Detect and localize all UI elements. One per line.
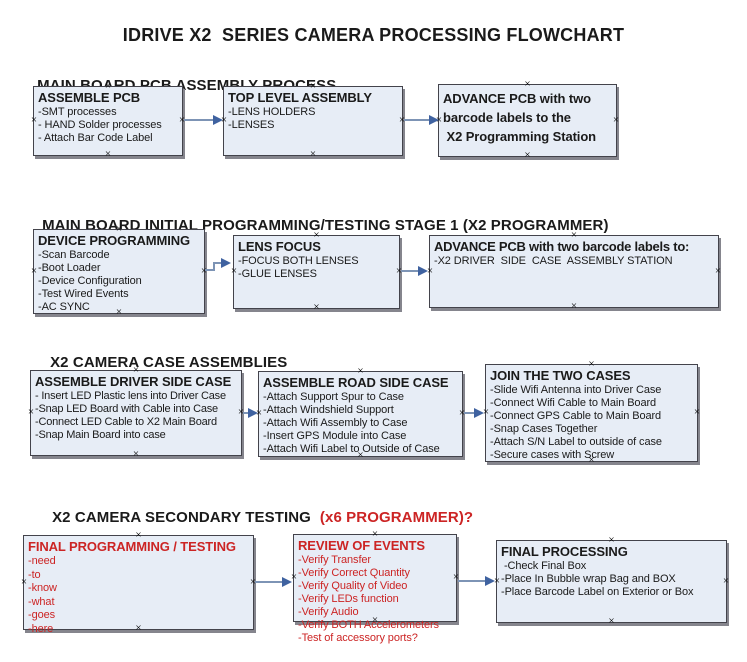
flow-box-assemble-pcb: ASSEMBLE PCB -SMT processes - HAND Solde… [31, 80, 185, 159]
flow-box-final-programming-testing: FINAL PROGRAMMING / TESTING -need -to -k… [21, 529, 256, 634]
flow-box-assemble-road-side-case: ASSEMBLE ROAD SIDE CASE -Attach Support … [256, 365, 465, 460]
box-items: -FOCUS BOTH LENSES -GLUE LENSES [238, 255, 359, 280]
section-heading-text: X2 CAMERA SECONDARY TESTING [52, 509, 311, 526]
connection-point-icon: × [309, 147, 317, 160]
box-title: TOP LEVEL ASSEMBLY [228, 90, 372, 105]
section-heading-secondary-testing: X2 CAMERA SECONDARY TESTING (x6 PROGRAMME… [35, 492, 473, 543]
box-title: JOIN THE TWO CASES [490, 368, 631, 383]
box-title: LENS FOCUS [238, 239, 321, 254]
section-heading-case-assemblies: X2 CAMERA CASE ASSEMBLIES [33, 337, 287, 388]
section-heading-text: X2 CAMERA CASE ASSEMBLIES [50, 354, 288, 371]
connection-point-icon: × [104, 147, 112, 160]
connection-point-icon: × [608, 614, 615, 627]
section-heading-red-text: (x6 PROGRAMMER)? [319, 509, 474, 526]
box-items: -LENS HOLDERS -LENSES [228, 106, 316, 131]
box-items: -Scan Barcode -Boot Loader -Device Confi… [38, 249, 142, 313]
box-title: ADVANCE PCB with two barcode labels to: [434, 239, 690, 254]
flow-box-final-processing: FINAL PROCESSING -Check Final Box -Place… [494, 534, 729, 626]
box-title: ASSEMBLE ROAD SIDE CASE [263, 375, 449, 390]
arrow-head-icon [221, 258, 231, 268]
arrow-head-icon [282, 577, 292, 587]
flow-box-join-the-two-cases: JOIN THE TWO CASES -Slide Wifi Antenna i… [483, 358, 700, 465]
flow-box-advance-to-case-assembly: ADVANCE PCB with two barcode labels to: … [427, 229, 721, 311]
box-title: ADVANCE PCB with two barcode labels to t… [443, 91, 597, 144]
box-title: ASSEMBLE DRIVER SIDE CASE [35, 374, 232, 389]
box-items: -Attach Support Spur to Case -Attach Win… [263, 391, 440, 455]
arrow-head-icon [474, 408, 484, 418]
connection-point-icon: × [132, 447, 140, 460]
arrow-head-icon [485, 576, 495, 586]
box-title: ASSEMBLE PCB [38, 90, 141, 105]
arrow-head-icon [213, 115, 223, 125]
flow-box-top-level-assembly: TOP LEVEL ASSEMBLY -LENS HOLDERS -LENSES… [221, 80, 405, 159]
flow-box-review-of-events: REVIEW OF EVENTS -Verify Transfer -Verif… [291, 528, 459, 644]
arrow-head-icon [418, 266, 428, 276]
arrow-head-icon [248, 408, 258, 418]
page-title: IDRIVE X2 SERIES CAMERA PROCESSING FLOWC… [122, 25, 625, 45]
connection-point-icon: × [524, 148, 531, 161]
box-title: FINAL PROCESSING [501, 544, 628, 559]
flow-box-lens-focus: LENS FOCUS -FOCUS BOTH LENSES -GLUE LENS… [231, 229, 402, 312]
flow-box-assemble-driver-side-case: ASSEMBLE DRIVER SIDE CASE - Insert LED P… [28, 364, 244, 459]
box-title: REVIEW OF EVENTS [298, 538, 425, 553]
flow-box-device-programming: DEVICE PROGRAMMING -Scan Barcode -Boot L… [31, 223, 207, 317]
box-items: - Insert LED Plastic lens into Driver Ca… [35, 390, 226, 441]
box-items: -Slide Wifi Antenna into Driver Case -Co… [490, 384, 662, 461]
connection-point-icon: × [313, 300, 320, 313]
arrow-head-icon [429, 115, 439, 125]
box-items: -SMT processes - HAND Solder processes -… [38, 106, 162, 144]
box-items: -X2 DRIVER SIDE CASE ASSEMBLY STATION [434, 255, 673, 267]
box-title: DEVICE PROGRAMMING [38, 233, 191, 248]
box-items: -Verify Transfer -Verify Correct Quantit… [298, 554, 439, 644]
box-items: -Check Final Box -Place In Bubble wrap B… [501, 560, 694, 598]
box-items: -need -to -know -what -goes -here [28, 555, 57, 635]
connection-point-icon: × [570, 299, 578, 312]
box-title: FINAL PROGRAMMING / TESTING [28, 539, 236, 554]
flow-box-advance-to-programming-station: ADVANCE PCB with two barcode labels to t… [436, 78, 619, 160]
